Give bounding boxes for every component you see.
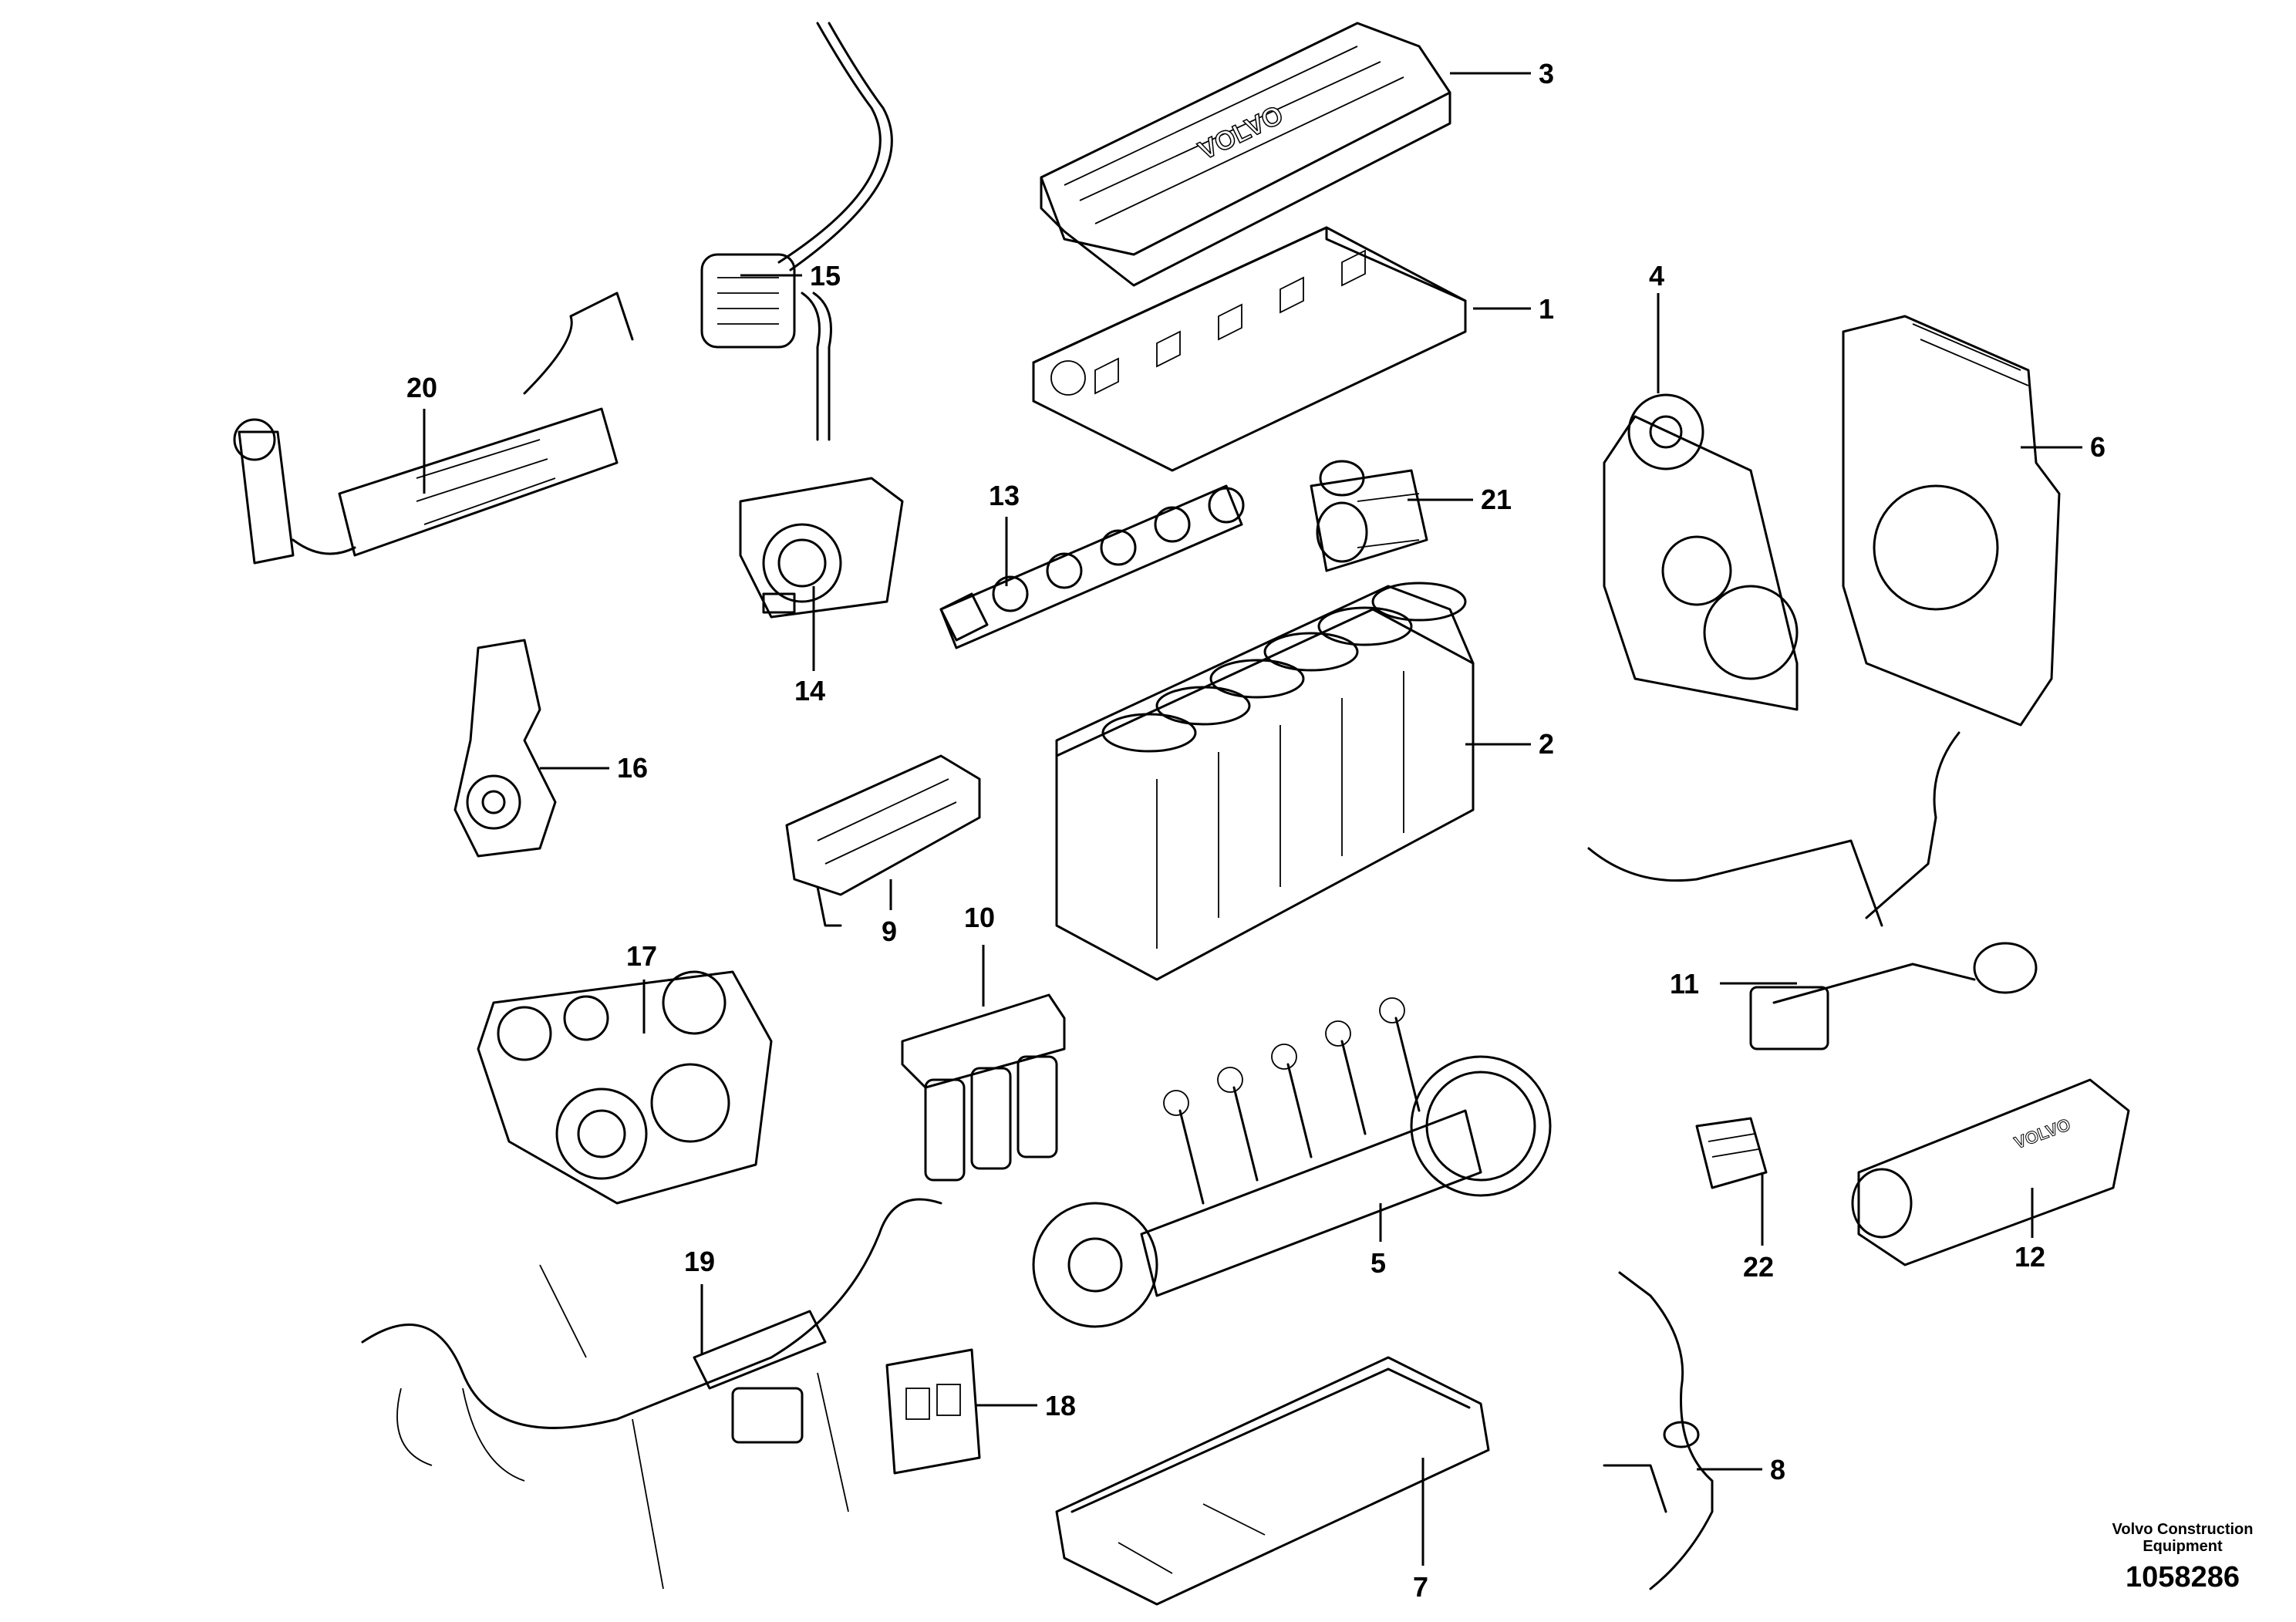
- part-12-intake-manifold: VOLVO: [1851, 1078, 2130, 1266]
- company-name-line1: Volvo Construction: [2112, 1521, 2254, 1538]
- part-20-egr-cooler: [233, 292, 634, 565]
- part-13-exhaust-manifold: [939, 484, 1245, 649]
- part-5-crankshaft: [1032, 997, 1552, 1328]
- callout-4: 4: [1649, 260, 1665, 292]
- part-18-ecu: [885, 1348, 981, 1475]
- part-1-cylinder-head: [1032, 226, 1467, 472]
- callout-19: 19: [684, 1246, 716, 1277]
- part-19-wiring-harness: [361, 1198, 942, 1590]
- callout-16: 16: [617, 752, 649, 784]
- part-16-coolant-pump: [453, 639, 557, 858]
- callout-17: 17: [626, 940, 658, 972]
- part-9-oil-cooler-housing: [785, 754, 981, 927]
- callout-5: 5: [1371, 1247, 1387, 1279]
- callout-10: 10: [964, 902, 996, 933]
- callout-21: 21: [1481, 484, 1512, 515]
- intake-manifold-brand: VOLVO: [2011, 1114, 2072, 1152]
- part-21-starter-motor: [1310, 460, 1428, 572]
- callout-2: 2: [1539, 728, 1555, 760]
- part-4-timing-plate: [1603, 393, 1799, 711]
- part-15-oil-separator: [700, 22, 893, 441]
- callout-15: 15: [810, 260, 841, 292]
- part-17-accessory-drive: [477, 970, 773, 1205]
- part-8-dipstick: [1603, 1271, 1714, 1590]
- part-22-control-unit: [1695, 1117, 1768, 1189]
- callout-1: 1: [1539, 293, 1555, 325]
- drawing-number: 1058286: [2126, 1561, 2240, 1593]
- callout-11: 11: [1670, 968, 1700, 1000]
- part-11-fuel-lines: [1587, 731, 2038, 1050]
- callout-3: 3: [1539, 58, 1555, 89]
- callout-14: 14: [794, 675, 826, 706]
- part-10-fuel-filters: [901, 993, 1066, 1182]
- part-7-oil-pan: [1055, 1356, 1490, 1606]
- callout-22: 22: [1743, 1251, 1775, 1283]
- leader-lines: [423, 72, 2082, 1566]
- callout-13: 13: [989, 480, 1020, 511]
- valve-cover-brand: VOLVO: [1194, 100, 1287, 166]
- part-6-timing-cover: [1842, 315, 2061, 727]
- callout-8: 8: [1770, 1454, 1786, 1485]
- part-2-engine-block: [1055, 582, 1475, 981]
- callout-7: 7: [1413, 1571, 1429, 1603]
- callout-20: 20: [406, 372, 438, 403]
- part-14-turbocharger: [739, 477, 904, 619]
- company-name-line2: Equipment: [2143, 1538, 2223, 1555]
- callout-9: 9: [882, 916, 898, 947]
- callout-12: 12: [2014, 1241, 2046, 1273]
- callout-6: 6: [2090, 431, 2106, 463]
- part-3-valve-cover: VOLVO: [1040, 22, 1451, 287]
- callout-18: 18: [1045, 1390, 1077, 1421]
